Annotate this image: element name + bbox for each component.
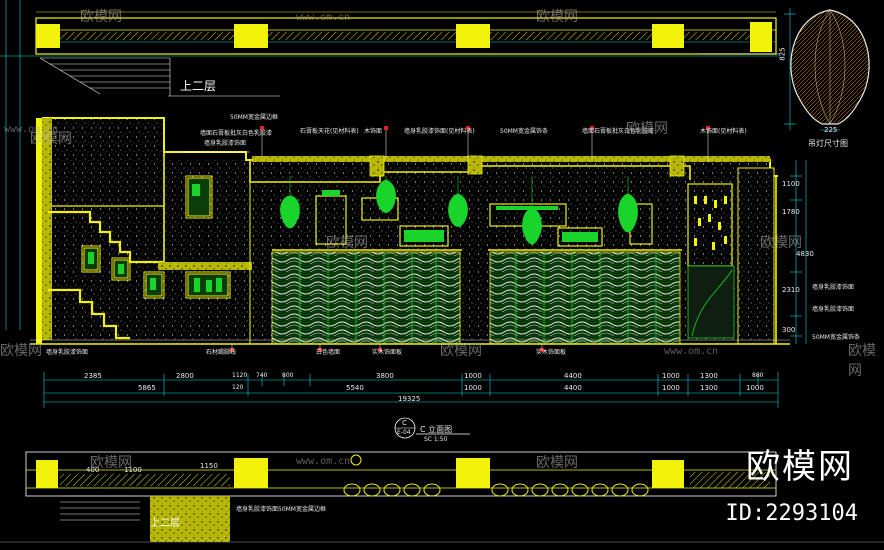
note: 50MM宽金属边框 <box>230 114 278 121</box>
watermark-site: www.om.cn <box>296 456 351 467</box>
watermark-brand: 欧模网 <box>326 235 368 251</box>
note: 石膏板天花(见材料表) <box>300 128 359 135</box>
dim-label: 1000 <box>464 384 482 392</box>
note: 墙身乳胶漆饰面 <box>812 306 855 313</box>
dim-label: 2385 <box>84 372 102 380</box>
dimension-rows <box>43 372 779 408</box>
note: 墙身乳胶漆饰面 <box>204 140 247 147</box>
top-plan-strip <box>0 0 780 330</box>
dim-label: 740 <box>256 372 268 379</box>
dim-label: 4830 <box>796 250 814 258</box>
note: 实木饰面板 <box>536 349 567 356</box>
lamp-title: 吊灯尺寸图 <box>808 139 848 148</box>
watermark-brand: 欧模网 <box>0 343 42 359</box>
elevation-main <box>30 117 790 352</box>
dim-label: 1780 <box>782 208 800 216</box>
floor-label-bottom: 上二层 <box>150 518 180 529</box>
section-title: C 立面图 <box>420 425 453 434</box>
pendant-lamps <box>280 176 638 245</box>
stair-lines-upper <box>39 57 171 96</box>
dim-label: 5865 <box>138 384 156 392</box>
note: 墙面石膏板批灰白色乳胶漆 <box>582 128 655 135</box>
dim-label: 1100 <box>782 180 800 188</box>
dims-total: 19325 <box>398 395 421 403</box>
note: 墙面石膏板批灰白色乳胶漆 <box>200 130 273 137</box>
watermark-brand: 欧模网 <box>90 455 132 471</box>
dim-label: 300 <box>782 326 796 334</box>
note: 50MM宽金属饰条 <box>500 128 548 135</box>
dim-label: 1000 <box>464 372 482 380</box>
dim-label: 1000 <box>662 384 680 392</box>
note: 墙身乳胶漆饰面 <box>46 349 89 356</box>
floor-label: 上二层 <box>180 79 216 93</box>
dim-label: 1150 <box>200 462 218 470</box>
note: 白色墙面 <box>316 349 341 356</box>
dim-label: 2310 <box>782 286 800 294</box>
bottom-plan-strip <box>0 451 884 543</box>
dim-label: 1300 <box>700 384 718 392</box>
section-marker-bottom: E-04 <box>397 429 411 436</box>
watermark-site: www.om.cn <box>4 124 59 135</box>
watermark-brand: 欧模网 <box>440 343 482 359</box>
dim-label: 5540 <box>346 384 364 392</box>
bottom-strip-note: 墙身乳胶漆饰面50MM宽金属边框 <box>236 506 326 513</box>
dim-label: 1120 <box>232 372 248 379</box>
note: 木饰面 <box>364 128 383 135</box>
dim-label: 120 <box>232 384 244 391</box>
note: 墙身乳胶漆饰面 <box>812 284 855 291</box>
note: 石材踢脚线 <box>206 349 237 356</box>
dim-label: 2800 <box>176 372 194 380</box>
watermark-brand: 欧模网 <box>30 131 72 147</box>
brand-id: ID:2293104 <box>725 501 858 526</box>
note: 实木饰面板 <box>372 349 403 356</box>
brand-mark: 欧模网 <box>746 447 854 487</box>
dim-label: 1100 <box>124 466 142 474</box>
dim-label: 4400 <box>564 384 582 392</box>
watermark-site: www.om.cn <box>296 12 351 23</box>
dim-label: 4400 <box>564 372 582 380</box>
dim-label: 1000 <box>662 372 680 380</box>
note: 50MM宽金属饰条 <box>812 334 860 341</box>
watermark-brand: 欧模网 <box>536 455 578 471</box>
watermark-brand: 欧模网 <box>626 121 668 137</box>
lamp-detail <box>784 8 870 131</box>
dim-label: 800 <box>282 372 294 379</box>
section-marker-top: C <box>402 419 407 427</box>
dim-label: 3800 <box>376 372 394 380</box>
watermark-brand: 欧模网 <box>760 235 802 251</box>
watermark-brand: 欧模网 <box>848 343 876 379</box>
watermark-brand: 欧模网 <box>80 9 122 25</box>
watermark-site: www.om.cn <box>664 346 719 357</box>
dim-label: 1300 <box>700 372 718 380</box>
lamp-dim-bottom: 225 <box>824 126 838 134</box>
right-dimension-ladder <box>790 160 807 344</box>
note: 木饰面(见材料表) <box>700 128 747 135</box>
dim-label: 880 <box>752 372 764 379</box>
watermark-brand: 欧模网 <box>536 9 578 25</box>
section-scale: SC 1:50 <box>424 436 448 443</box>
lamp-dim-top: 825 <box>778 47 787 61</box>
section-marker <box>394 417 470 439</box>
note: 墙身乳胶漆饰面(见材料表) <box>404 128 475 135</box>
dim-label: 1000 <box>746 384 764 392</box>
dim-label: 400 <box>86 466 100 474</box>
